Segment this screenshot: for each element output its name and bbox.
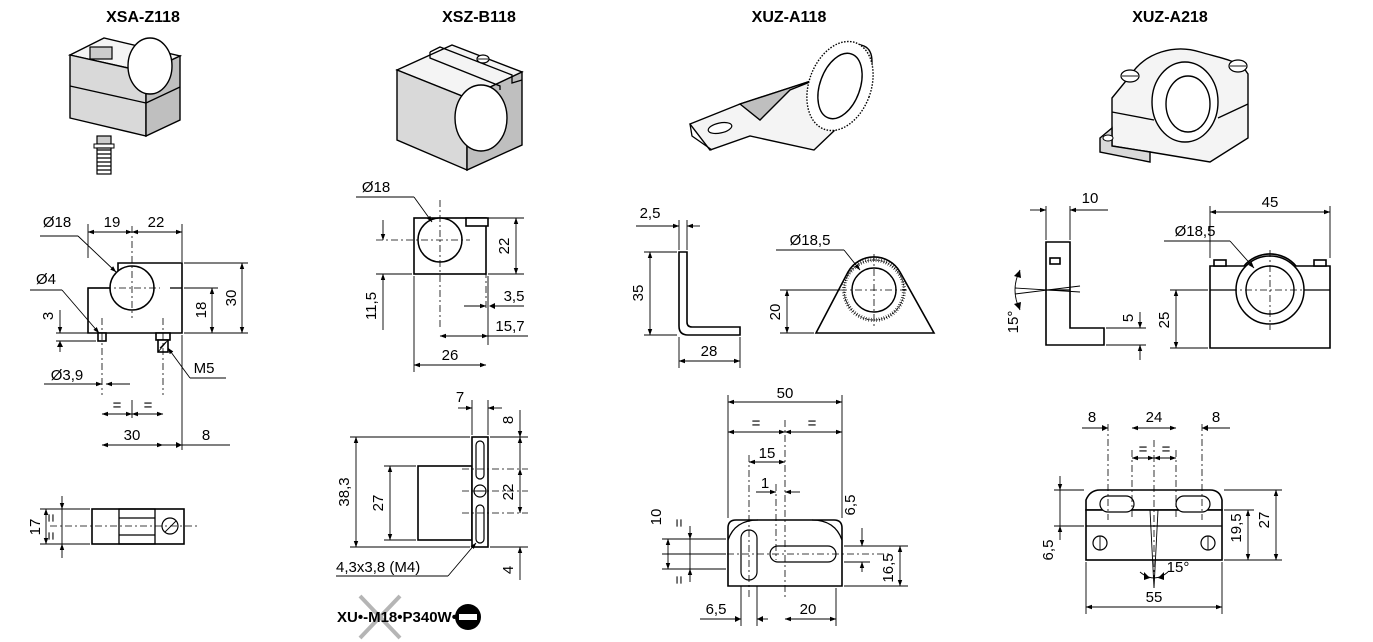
xuz2-dim-55: 55 bbox=[1146, 589, 1163, 606]
xsz-dim-8: 8 bbox=[500, 416, 517, 424]
xsz-dim-115: 11,5 bbox=[363, 292, 380, 320]
title-xsa-z118: XSA-Z118 bbox=[106, 9, 180, 26]
xuz-a118-top-view: 50 = = 15 1 10 = = 6,5 16,5 6,5 bbox=[648, 385, 908, 626]
xsz-dim-hole: 4,3x3,8 (M4) bbox=[336, 559, 420, 576]
title-xsz-b118: XSZ-B118 bbox=[442, 9, 516, 26]
xuz-a118-side-view: 2,5 35 28 bbox=[630, 205, 741, 368]
xuz1-dim-20: 20 bbox=[800, 601, 817, 618]
xuz2-dim-25: 25 bbox=[1156, 312, 1173, 329]
xuz1-dim-20v: 20 bbox=[767, 304, 784, 321]
xsa-dim-eqv1: = bbox=[43, 513, 60, 522]
xsz-dim-22: 22 bbox=[496, 238, 513, 255]
xuz1-dim-dia185: Ø18,5 bbox=[790, 232, 831, 249]
xuz2-dim-65: 6,5 bbox=[1040, 540, 1057, 561]
title-xuz-a218: XUZ-A218 bbox=[1132, 9, 1208, 26]
xuz1-dim-10: 10 bbox=[648, 509, 665, 526]
xuz2-dim-eq1: = bbox=[1139, 441, 1148, 458]
xsa-dim-m5: M5 bbox=[194, 360, 215, 377]
xsz-dim-7: 7 bbox=[456, 389, 464, 406]
xsz-dim-dia18: Ø18 bbox=[362, 179, 390, 196]
xuz1-dim-65v: 6,5 bbox=[842, 495, 859, 516]
xsz-dim-383: 38,3 bbox=[336, 477, 353, 506]
xuz1-dim-1: 1 bbox=[761, 475, 769, 492]
xuz1-dim-35: 35 bbox=[630, 285, 647, 302]
xsa-dim-19: 19 bbox=[104, 214, 121, 231]
xsa-dim-30v: 30 bbox=[223, 290, 240, 307]
xuz1-dim-165: 16,5 bbox=[880, 553, 897, 582]
xuz1-dim-65: 6,5 bbox=[706, 601, 727, 618]
title-xuz-a118: XUZ-A118 bbox=[752, 9, 827, 26]
xsa-z118-top-view: 17 = = bbox=[27, 496, 200, 558]
xsa-dim-3: 3 bbox=[40, 312, 57, 320]
xuz2-dim-8a: 8 bbox=[1088, 409, 1096, 426]
xuz2-dim-195: 19,5 bbox=[1228, 513, 1245, 542]
xsa-dim-eq1: = bbox=[113, 397, 122, 414]
xuz1-dim-28: 28 bbox=[701, 343, 718, 360]
xsz-dim-35: 3,5 bbox=[504, 288, 525, 305]
xsa-dim-18v: 18 bbox=[193, 302, 210, 319]
xuz1-dim-eqv1: = bbox=[671, 518, 688, 527]
xuz2-dim-eq2: = bbox=[1162, 441, 1171, 458]
xsa-z118-isometric bbox=[67, 37, 183, 175]
xuz-a118-front-view: Ø18,5 20 bbox=[767, 232, 936, 334]
xsz-b118-front-view: Ø18 22 11,5 3,5 15,7 26 bbox=[356, 179, 528, 372]
xsa-dim-17: 17 bbox=[27, 519, 44, 536]
xsz-reference-text: XU•-M18•P340W• bbox=[337, 609, 457, 626]
xuz-a218-side-view: 10 15° 5 bbox=[1005, 190, 1146, 360]
xuz-a218-top-view: 8 24 8 = = 6,5 19,5 27 15° 55 bbox=[1040, 409, 1282, 614]
xsa-z118-front-view: 19 22 Ø18 18 30 Ø4 3 Ø3,9 M5 = = bbox=[30, 214, 248, 450]
xsz-b118-reference-note: XU•-M18•P340W• bbox=[337, 594, 481, 640]
xsz-dim-4: 4 bbox=[500, 566, 517, 574]
xsz-dim-22b: 22 bbox=[500, 484, 517, 501]
xuz2-dim-27: 27 bbox=[1256, 512, 1273, 529]
xuz2-dim-24: 24 bbox=[1146, 409, 1163, 426]
xuz2-dim-dia185: Ø18,5 bbox=[1175, 223, 1216, 240]
xsz-dim-27: 27 bbox=[370, 495, 387, 512]
xsa-dim-8: 8 bbox=[202, 427, 210, 444]
xsa-dim-eq2: = bbox=[144, 397, 153, 414]
xuz1-dim-25: 2,5 bbox=[640, 205, 661, 222]
xsa-dim-dia4: Ø4 bbox=[36, 271, 56, 288]
xuz2-dim-10: 10 bbox=[1082, 190, 1099, 207]
xuz1-dim-eq2: = bbox=[808, 415, 817, 432]
xuz-a118-isometric bbox=[688, 40, 874, 151]
xsz-dim-157: 15,7 bbox=[495, 318, 524, 335]
xuz2-angle-15b: 15° bbox=[1167, 559, 1190, 576]
xuz2-dim-45: 45 bbox=[1262, 194, 1279, 211]
xsa-dim-dia39: Ø3,9 bbox=[51, 367, 84, 384]
xuz1-dim-eq1: = bbox=[752, 415, 761, 432]
xsa-dim-dia18: Ø18 bbox=[43, 214, 71, 231]
xsa-dim-30: 30 bbox=[124, 427, 141, 444]
xuz1-dim-15: 15 bbox=[759, 445, 776, 462]
xsa-dim-eqv2: = bbox=[43, 531, 60, 540]
xuz1-dim-50: 50 bbox=[777, 385, 794, 402]
xuz1-dim-eqv2: = bbox=[671, 575, 688, 584]
xsz-b118-side-view: 7 8 22 4 38,3 27 4,3x3,8 (M4) bbox=[336, 389, 528, 580]
xuz2-dim-8b: 8 bbox=[1212, 409, 1220, 426]
xsz-dim-26: 26 bbox=[442, 347, 459, 364]
xsz-b118-isometric bbox=[395, 44, 524, 172]
xuz2-dim-5: 5 bbox=[1120, 314, 1137, 322]
xuz-a218-front-view: 45 Ø18,5 25 bbox=[1156, 194, 1331, 349]
xuz2-angle-15: 15° bbox=[1005, 311, 1022, 334]
xsa-dim-22: 22 bbox=[148, 214, 165, 231]
xuz-a218-isometric bbox=[1099, 48, 1249, 163]
